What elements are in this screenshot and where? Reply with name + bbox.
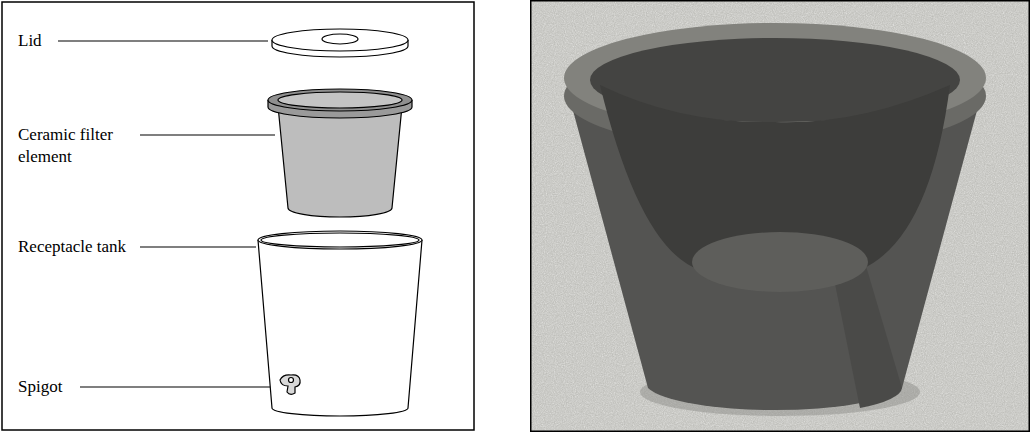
spigot-knob xyxy=(289,378,294,383)
part-label: Spigot xyxy=(18,376,178,398)
tank-top xyxy=(258,231,422,249)
concrete-texture xyxy=(530,0,1030,432)
spigot-symbol xyxy=(280,375,300,394)
leader-line xyxy=(140,246,256,247)
panel-frame xyxy=(2,2,474,430)
leader-line xyxy=(140,134,275,135)
tank-body xyxy=(258,240,422,416)
leader-line xyxy=(58,40,268,41)
filter-opening xyxy=(278,92,402,108)
spigot-drawing xyxy=(280,375,300,394)
leader-lines xyxy=(58,41,276,387)
tank-lip xyxy=(261,233,419,247)
leader-line xyxy=(80,386,276,387)
part-label: Ceramic filter element xyxy=(18,124,128,168)
part-label: Receptacle tank xyxy=(18,236,178,258)
filter-body xyxy=(278,106,402,217)
photo-ground xyxy=(530,0,1030,432)
filter-drawing xyxy=(268,89,412,217)
tank-drawing xyxy=(258,231,422,416)
photo-frame xyxy=(531,1,1030,432)
lid-hole xyxy=(322,34,358,44)
lid-top xyxy=(272,29,408,51)
pot-inner-bottom xyxy=(692,232,868,292)
ceramic-pot-photo xyxy=(564,23,986,416)
part-label: Lid xyxy=(18,30,178,52)
lid-drawing xyxy=(272,29,408,57)
filter-rim xyxy=(268,89,412,111)
